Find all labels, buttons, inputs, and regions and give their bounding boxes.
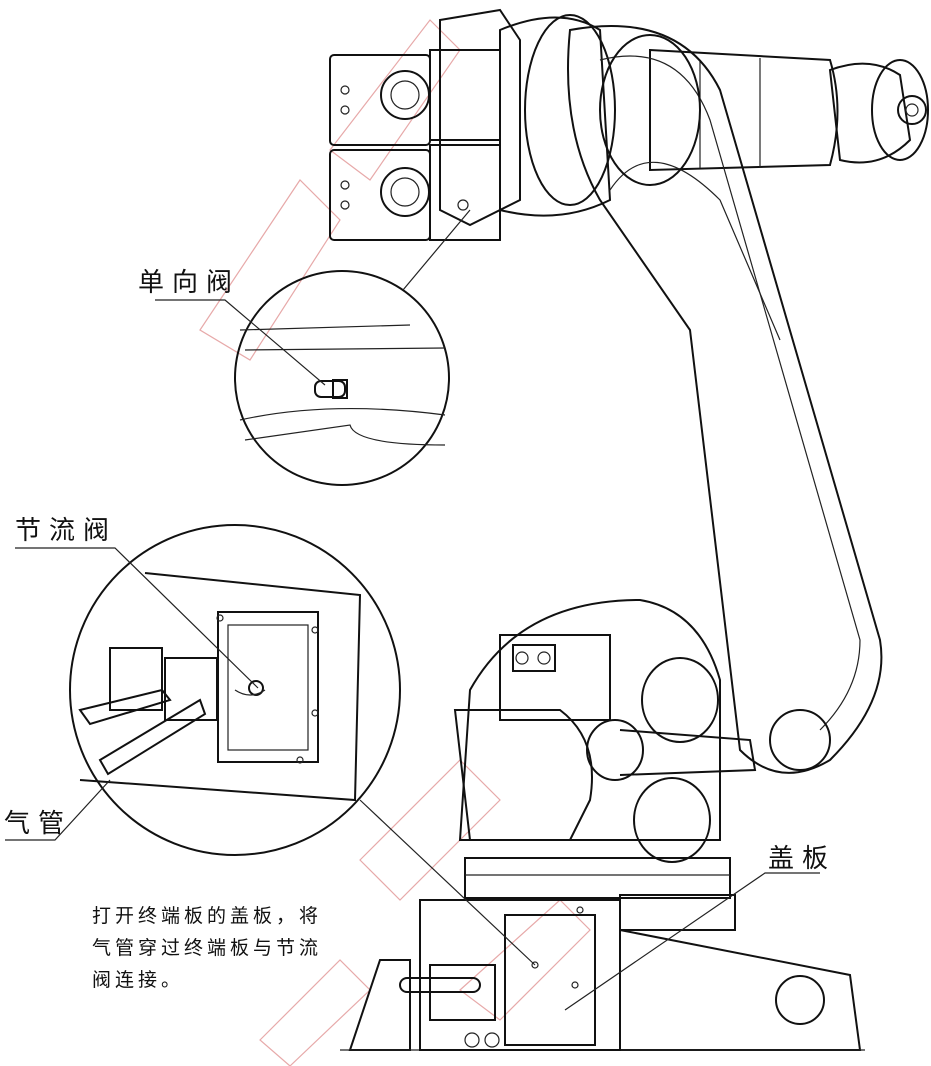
label-cover-plate: 盖板	[768, 844, 837, 874]
upper-arm	[329, 8, 929, 241]
detail-throttle-valve	[69, 524, 536, 966]
label-check-valve: 单向阀	[138, 268, 241, 298]
label-air-pipe: 气管	[4, 809, 73, 839]
boom-arm	[567, 25, 883, 774]
label-throttle-valve: 节流阀	[15, 516, 118, 546]
instruction-line-2: 气管穿过终端板与节流	[92, 937, 323, 959]
instruction-line-1: 打开终端板的盖板，将	[92, 905, 323, 927]
leader-lines	[5, 299, 820, 1011]
watermark	[199, 19, 591, 1066]
robot-base	[340, 598, 865, 1051]
detail-check-valve	[234, 199, 471, 486]
instruction-note: 打开终端板的盖板，将 气管穿过终端板与节流 阀连接。	[92, 900, 362, 996]
instruction-line-3: 阀连接。	[92, 969, 185, 991]
